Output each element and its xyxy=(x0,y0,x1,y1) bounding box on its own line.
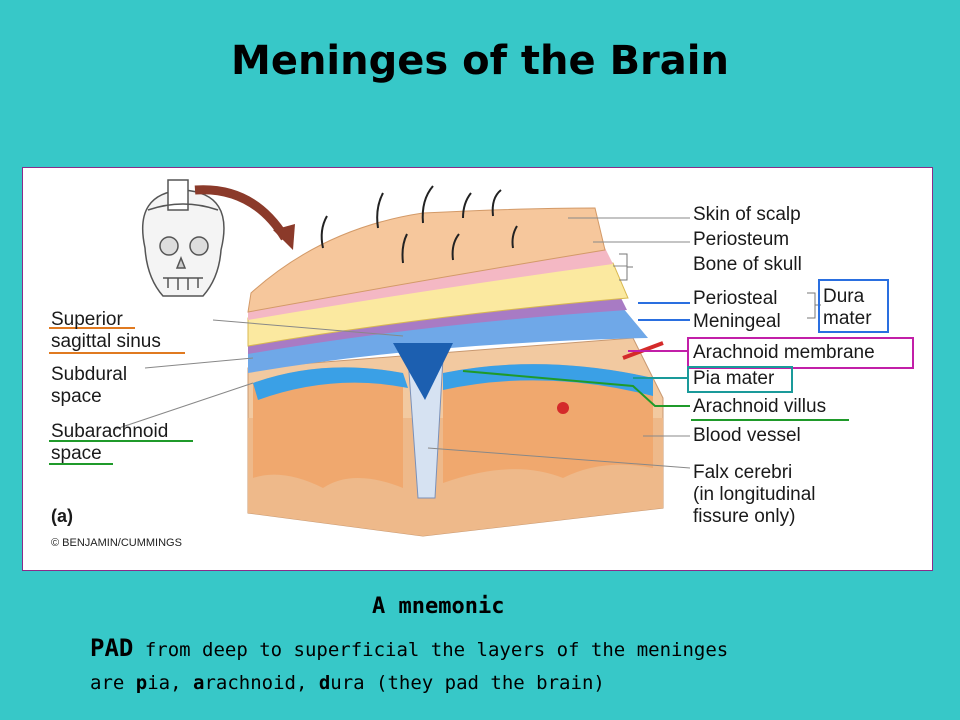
copyright-text: © BENJAMIN/CUMMINGS xyxy=(51,537,182,549)
label-periosteum: Periosteum xyxy=(693,229,790,250)
label-blood-vessel: Blood vessel xyxy=(693,425,801,446)
mnemonic-pad: PAD xyxy=(90,634,134,662)
label-subarachnoid-line2: space xyxy=(51,443,102,464)
meninges-figure: Skin of scalp Periosteum Bone of skull P… xyxy=(22,167,933,571)
mnemonic-d: d xyxy=(318,672,331,694)
mnemonic-p: p xyxy=(135,672,148,694)
mnemonic-a: a xyxy=(192,672,205,694)
label-periosteal: Periosteal xyxy=(693,288,778,309)
label-superior-line2: sagittal sinus xyxy=(51,331,161,352)
mnemonic-ia: ia, xyxy=(147,672,193,694)
mnemonic-line-1: PAD from deep to superficial the layers … xyxy=(90,634,728,662)
label-falx-line1: Falx cerebri xyxy=(693,462,793,483)
page-title: Meninges of the Brain xyxy=(231,38,729,84)
label-subdural-line1: Subdural xyxy=(51,364,128,385)
label-subarachnoid-line1: Subarachnoid xyxy=(51,421,169,442)
mnemonic-line1-text: from deep to superficial the layers of t… xyxy=(144,639,729,661)
panel-letter: (a) xyxy=(51,506,73,526)
mnemonic-are: are xyxy=(90,672,136,694)
mnemonic-ura: ura (they pad the brain) xyxy=(330,672,605,694)
label-falx-line3: fissure only) xyxy=(693,506,796,527)
meninges-illustration xyxy=(49,179,914,537)
label-arachnoid-villus: Arachnoid villus xyxy=(693,396,827,417)
skull-icon xyxy=(141,179,225,297)
label-falx-line2: (in longitudinal xyxy=(693,484,816,505)
mnemonic-heading: A mnemonic xyxy=(372,594,505,619)
mnemonic-rachnoid: rachnoid, xyxy=(204,672,319,694)
label-skin-of-scalp: Skin of scalp xyxy=(693,204,801,225)
label-bone-of-skull: Bone of skull xyxy=(693,254,802,275)
label-subdural-line2: space xyxy=(51,386,102,407)
mnemonic-line-2: are pia, arachnoid, dura (they pad the b… xyxy=(90,672,605,694)
label-pia-mater: Pia mater xyxy=(693,368,775,389)
label-meningeal: Meningeal xyxy=(693,311,781,332)
label-dura-line1: Dura xyxy=(823,286,865,307)
label-arachnoid-membrane: Arachnoid membrane xyxy=(693,342,875,363)
arrow-icon xyxy=(194,185,289,241)
label-dura-line2: mater xyxy=(823,308,872,329)
label-superior-line1: Superior xyxy=(51,309,123,330)
hair-icon xyxy=(320,185,518,264)
